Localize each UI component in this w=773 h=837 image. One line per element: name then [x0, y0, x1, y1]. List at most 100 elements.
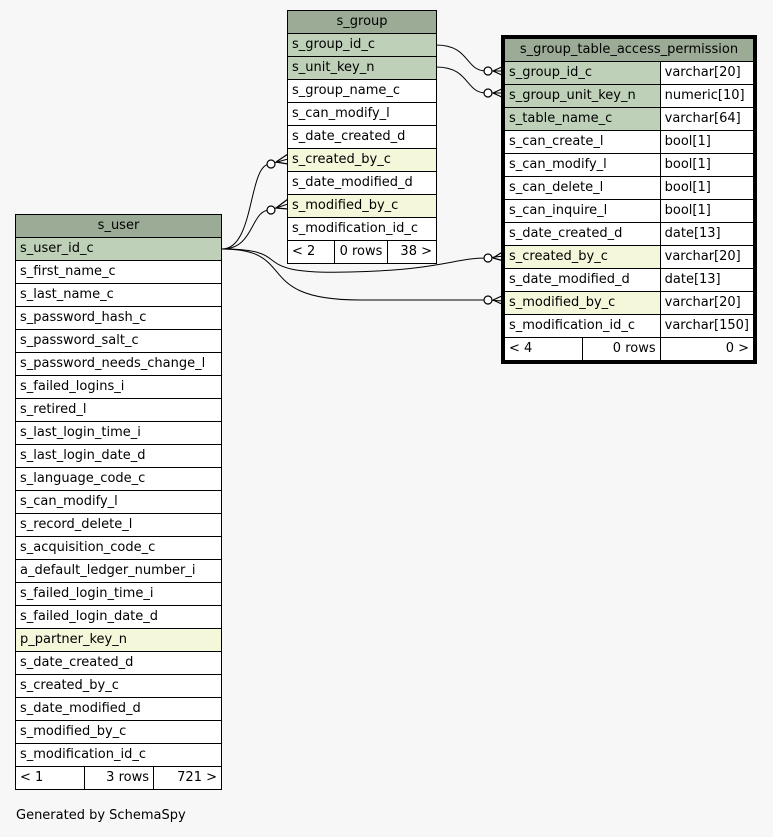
column-row[interactable]: s_last_login_time_i [15, 421, 222, 445]
column-row[interactable]: s_unit_key_n [287, 56, 437, 80]
column-name[interactable]: s_unit_key_n [287, 56, 437, 80]
column-row[interactable]: s_date_modified_d [287, 171, 437, 195]
column-row[interactable]: s_first_name_c [15, 260, 222, 284]
column-name[interactable]: s_language_code_c [15, 467, 222, 491]
column-row[interactable]: s_last_login_date_d [15, 444, 222, 468]
column-name[interactable]: s_record_delete_l [15, 513, 222, 537]
column-row[interactable]: s_failed_login_time_i [15, 582, 222, 606]
column-name[interactable]: s_modification_id_c [504, 314, 661, 338]
column-row[interactable]: s_date_created_d [287, 125, 437, 149]
column-name[interactable]: s_last_login_date_d [15, 444, 222, 468]
column-row[interactable]: s_password_salt_c [15, 329, 222, 353]
column-type: bool[1] [659, 130, 755, 154]
column-row[interactable]: a_default_ledger_number_i [15, 559, 222, 583]
column-name[interactable]: a_default_ledger_number_i [15, 559, 222, 583]
children-count[interactable]: 721 > [153, 766, 222, 790]
column-name[interactable]: s_modified_by_c [287, 194, 437, 218]
column-row[interactable]: s_date_modified_d [15, 697, 222, 721]
column-name[interactable]: s_group_name_c [287, 79, 437, 103]
column-name[interactable]: s_date_modified_d [504, 268, 661, 292]
column-row[interactable]: s_retired_l [15, 398, 222, 422]
column-name[interactable]: s_failed_login_date_d [15, 605, 222, 629]
column-name[interactable]: s_modification_id_c [287, 217, 437, 241]
column-row[interactable]: s_password_needs_change_l [15, 352, 222, 376]
column-name[interactable]: s_can_delete_l [504, 176, 661, 200]
column-name[interactable]: s_first_name_c [15, 260, 222, 284]
column-name[interactable]: s_acquisition_code_c [15, 536, 222, 560]
column-name[interactable]: s_created_by_c [504, 245, 661, 269]
column-name[interactable]: s_date_modified_d [287, 171, 437, 195]
column-row[interactable]: s_created_by_c [287, 148, 437, 172]
column-row[interactable]: s_user_id_c [15, 237, 222, 261]
parents-count[interactable]: < 4 [504, 337, 583, 361]
children-count[interactable]: 0 > [659, 337, 755, 361]
column-row[interactable]: s_last_name_c [15, 283, 222, 307]
column-name[interactable]: s_can_modify_l [287, 102, 437, 126]
column-name[interactable]: s_group_id_c [504, 61, 661, 85]
column-name[interactable]: s_date_created_d [504, 222, 661, 246]
column-name[interactable]: p_partner_key_n [15, 628, 222, 652]
column-name[interactable]: s_retired_l [15, 398, 222, 422]
column-name[interactable]: s_date_modified_d [15, 697, 222, 721]
column-row[interactable]: s_can_modify_l [15, 490, 222, 514]
column-name[interactable]: s_password_needs_change_l [15, 352, 222, 376]
column-row[interactable]: s_failed_login_date_d [15, 605, 222, 629]
column-name[interactable]: s_modified_by_c [504, 291, 661, 315]
column-name[interactable]: s_modified_by_c [15, 720, 222, 744]
column-row[interactable]: s_group_id_c [287, 33, 437, 57]
column-row[interactable]: s_date_created_d [15, 651, 222, 675]
column-row[interactable]: s_modified_by_c [15, 720, 222, 744]
column-name[interactable]: s_last_name_c [15, 283, 222, 307]
column-row[interactable]: s_created_by_c [15, 674, 222, 698]
column-name[interactable]: s_group_unit_key_n [504, 84, 661, 108]
column-name[interactable]: s_group_id_c [287, 33, 437, 57]
column-name[interactable]: s_created_by_c [15, 674, 222, 698]
column-name[interactable]: s_password_hash_c [15, 306, 222, 330]
column-name[interactable]: s_password_salt_c [15, 329, 222, 353]
column-row[interactable]: p_partner_key_n [15, 628, 222, 652]
column-row[interactable]: s_modified_by_c [287, 194, 437, 218]
column-name[interactable]: s_failed_login_time_i [15, 582, 222, 606]
column-name[interactable]: s_can_modify_l [15, 490, 222, 514]
column-name[interactable]: s_failed_logins_i [15, 375, 222, 399]
column-row[interactable]: s_password_hash_c [15, 306, 222, 330]
table-s-group-table-access-permission[interactable]: s_group_table_access_permission s_group_… [501, 35, 757, 364]
column-row[interactable]: s_modification_id_c [287, 217, 437, 241]
column-name[interactable]: s_last_login_time_i [15, 421, 222, 445]
column-name[interactable]: s_date_created_d [15, 651, 222, 675]
column-name[interactable]: s_can_inquire_l [504, 199, 661, 223]
column-name[interactable]: s_date_created_d [287, 125, 437, 149]
column-name[interactable]: s_user_id_c [15, 237, 222, 261]
column-row[interactable]: s_failed_logins_i [15, 375, 222, 399]
column-name[interactable]: s_table_name_c [504, 107, 661, 131]
column-name[interactable]: s_created_by_c [287, 148, 437, 172]
column-row[interactable]: s_record_delete_l [15, 513, 222, 537]
column-name[interactable]: s_can_create_l [504, 130, 661, 154]
column-name[interactable]: s_can_modify_l [504, 153, 661, 177]
parents-count[interactable]: < 1 [15, 766, 85, 790]
column-row[interactable]: s_modification_id_c [15, 743, 222, 767]
column-row[interactable]: s_language_code_c [15, 467, 222, 491]
column-type: date[13] [659, 268, 755, 292]
column-row[interactable]: s_acquisition_code_c [15, 536, 222, 560]
children-count[interactable]: 38 > [387, 240, 437, 264]
parents-count[interactable]: < 2 [287, 240, 335, 264]
column-name[interactable]: s_modification_id_c [15, 743, 222, 767]
column-row[interactable]: s_can_modify_l [287, 102, 437, 126]
column-type: date[13] [659, 222, 755, 246]
column-row[interactable]: s_group_name_c [287, 79, 437, 103]
